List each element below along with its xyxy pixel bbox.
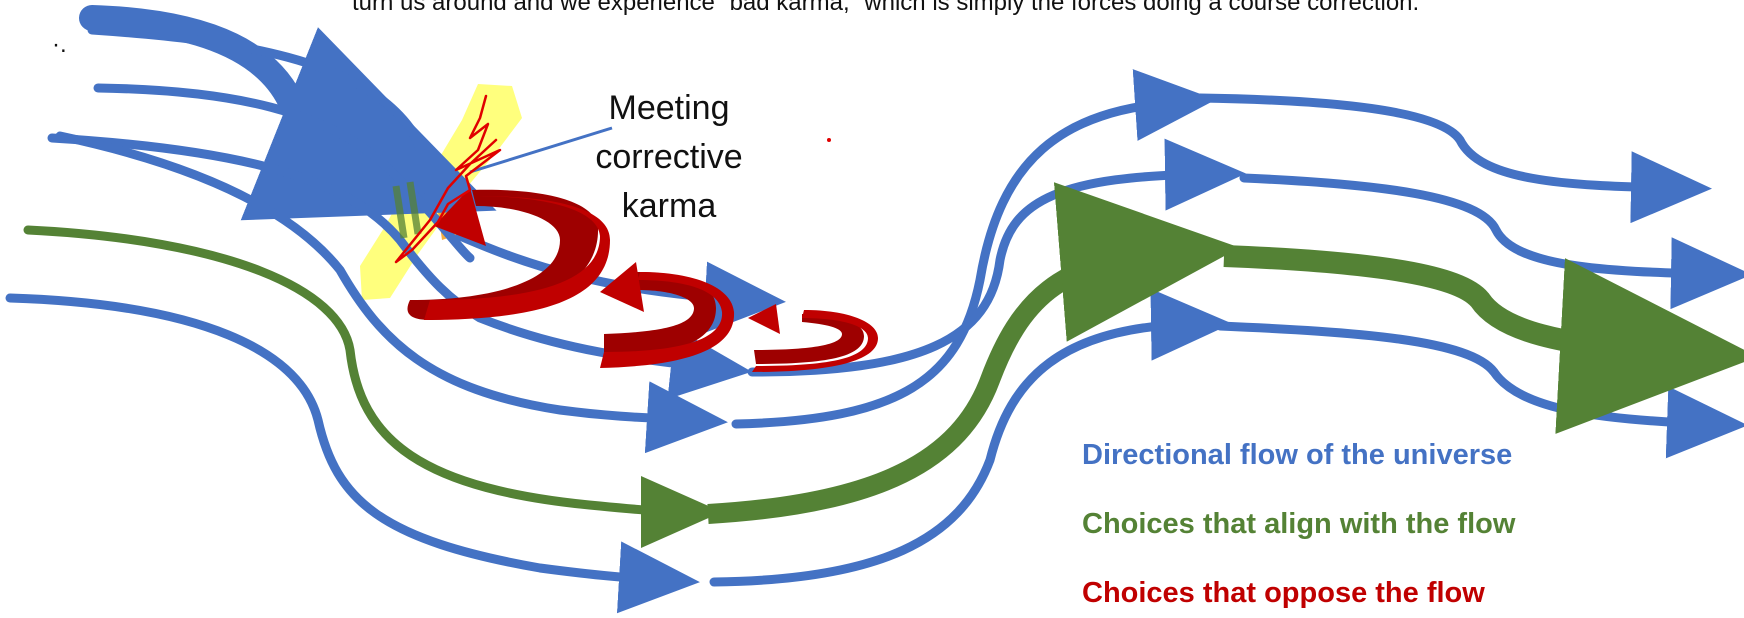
blue-flow-top-thick — [79, 5, 497, 221]
legend-universe-flow: Directional flow of the universe — [1082, 439, 1513, 471]
blue-flow-left-5 — [5, 293, 700, 614]
legend-aligned-choices: Choices that align with the flow — [1082, 508, 1516, 540]
stray-mark: ·. — [52, 31, 67, 58]
red-curl-small — [748, 304, 878, 372]
meeting-label-line-2: corrective — [595, 138, 743, 176]
blue-flow-left-2 — [93, 83, 475, 263]
green-flow-right-wide — [1223, 245, 1744, 434]
green-flow-left — [23, 225, 722, 548]
red-curl-large — [407, 188, 610, 320]
meeting-corrective-karma-label: Meeting corrective karma — [584, 84, 754, 231]
green-flow-right-thick — [707, 182, 1240, 524]
meeting-label-line-3: karma — [621, 187, 717, 225]
callout-line — [469, 126, 613, 174]
blue-flow-right-1b — [1195, 93, 1712, 224]
blue-flow-right-1 — [731, 69, 1216, 429]
green-flow-tick — [392, 181, 422, 239]
meeting-label-line-1: Meeting — [608, 89, 730, 127]
top-caption: turn us around and we experience “bad ka… — [352, 0, 1420, 16]
red-curl-medium — [600, 262, 735, 368]
blue-flow-left-3 — [47, 133, 752, 400]
legend-opposing-choices: Choices that oppose the flow — [1082, 577, 1485, 609]
stray-red-dot — [827, 138, 831, 142]
handwritten-scribble — [394, 94, 502, 264]
legend: Directional flow of the universe Choices… — [1082, 438, 1515, 618]
blue-flow-left-4 — [55, 131, 728, 454]
blue-flow-top-thin — [87, 25, 428, 195]
